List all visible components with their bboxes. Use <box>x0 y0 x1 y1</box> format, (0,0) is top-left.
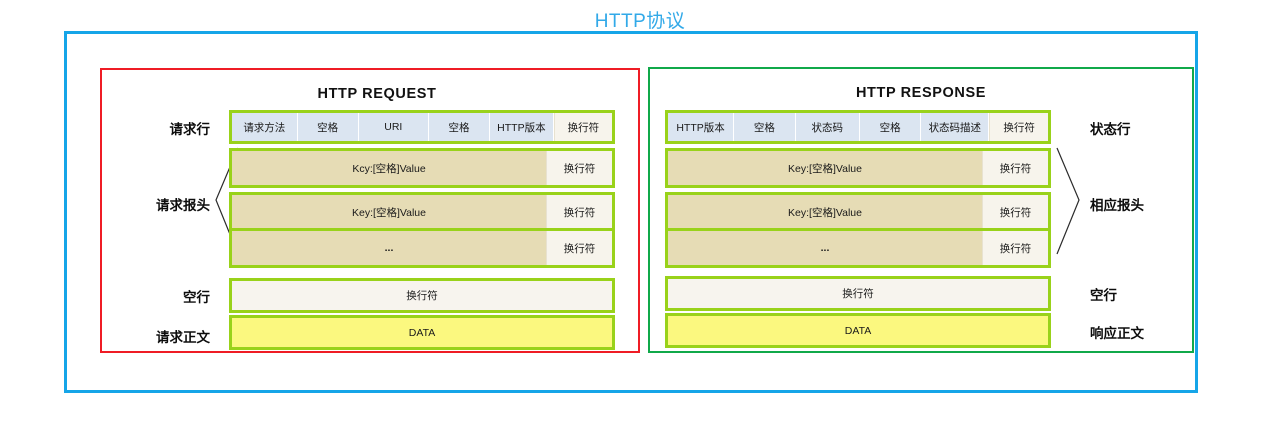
status-line-cell-6: 换行符 <box>989 113 1048 141</box>
request-blank-line-row: 换行符 <box>229 278 615 313</box>
page-title-bar: HTTP协议 <box>0 6 1280 33</box>
http-response-title: HTTP RESPONSE <box>855 85 986 101</box>
request-header-crlf-3: 换行符 <box>546 231 612 265</box>
label-response-headers: 相应报头 <box>1090 198 1144 213</box>
response-header-crlf-1: 换行符 <box>982 151 1048 185</box>
request-header-row-2: Key:[空格]Value 换行符 <box>229 192 615 232</box>
status-line-cell-5: 状态码描述 <box>921 113 990 141</box>
response-header-key-1: Key:[空格]Value <box>668 151 982 185</box>
response-header-key-3: ... <box>668 231 982 265</box>
response-body-text: DATA <box>668 316 1048 345</box>
response-blank-line-row: 换行符 <box>665 276 1051 311</box>
label-response-body: 响应正文 <box>1090 326 1144 341</box>
http-request-title: HTTP REQUEST <box>317 86 437 102</box>
response-header-key-2: Key:[空格]Value <box>668 195 982 229</box>
request-header-row-1: Kcy:[空格]Value 换行符 <box>229 148 615 188</box>
status-line-cell-2: 空格 <box>734 113 796 141</box>
request-body-row: DATA <box>229 315 615 350</box>
response-blank-line-text: 换行符 <box>668 279 1048 308</box>
request-header-crlf-1: 换行符 <box>546 151 612 185</box>
request-header-key-1: Kcy:[空格]Value <box>232 151 546 185</box>
request-line-cell-6: 换行符 <box>553 113 612 141</box>
response-body-row: DATA <box>665 313 1051 348</box>
status-line-row: HTTP版本空格状态码空格状态码描述换行符 <box>665 110 1051 144</box>
request-line-cell-5: HTTP版本 <box>489 113 554 141</box>
request-header-crlf-2: 换行符 <box>546 195 612 229</box>
label-status-line: 状态行 <box>1090 122 1131 137</box>
label-request-headers: 请求报头 <box>156 198 210 213</box>
label-blank-line-response: 空行 <box>1090 288 1117 303</box>
request-header-key-2: Key:[空格]Value <box>232 195 546 229</box>
request-line-cell-3: URI <box>358 113 429 141</box>
request-line-cell-4: 空格 <box>428 113 490 141</box>
request-line-cell-2: 空格 <box>297 113 359 141</box>
label-request-line: 请求行 <box>169 122 211 137</box>
response-header-row-1: Key:[空格]Value 换行符 <box>665 148 1051 188</box>
request-body-text: DATA <box>232 318 612 347</box>
status-line-cell-1: HTTP版本 <box>668 113 735 141</box>
response-header-row-3: ... 换行符 <box>665 228 1051 268</box>
status-line-cell-4: 空格 <box>859 113 922 141</box>
response-header-crlf-2: 换行符 <box>982 195 1048 229</box>
label-request-body: 请求正文 <box>156 330 210 345</box>
response-header-row-2: Key:[空格]Value 换行符 <box>665 192 1051 232</box>
request-line-cell-1: 请求方法 <box>232 113 298 141</box>
request-header-row-3: ... 换行符 <box>229 228 615 268</box>
page-title: HTTP协议 <box>594 11 686 32</box>
request-header-key-3: ... <box>232 231 546 265</box>
label-blank-line-request: 空行 <box>183 290 210 305</box>
status-line-cell-3: 状态码 <box>795 113 860 141</box>
request-blank-line-text: 换行符 <box>232 281 612 310</box>
response-headers-brace <box>1055 146 1081 256</box>
response-header-crlf-3: 换行符 <box>982 231 1048 265</box>
